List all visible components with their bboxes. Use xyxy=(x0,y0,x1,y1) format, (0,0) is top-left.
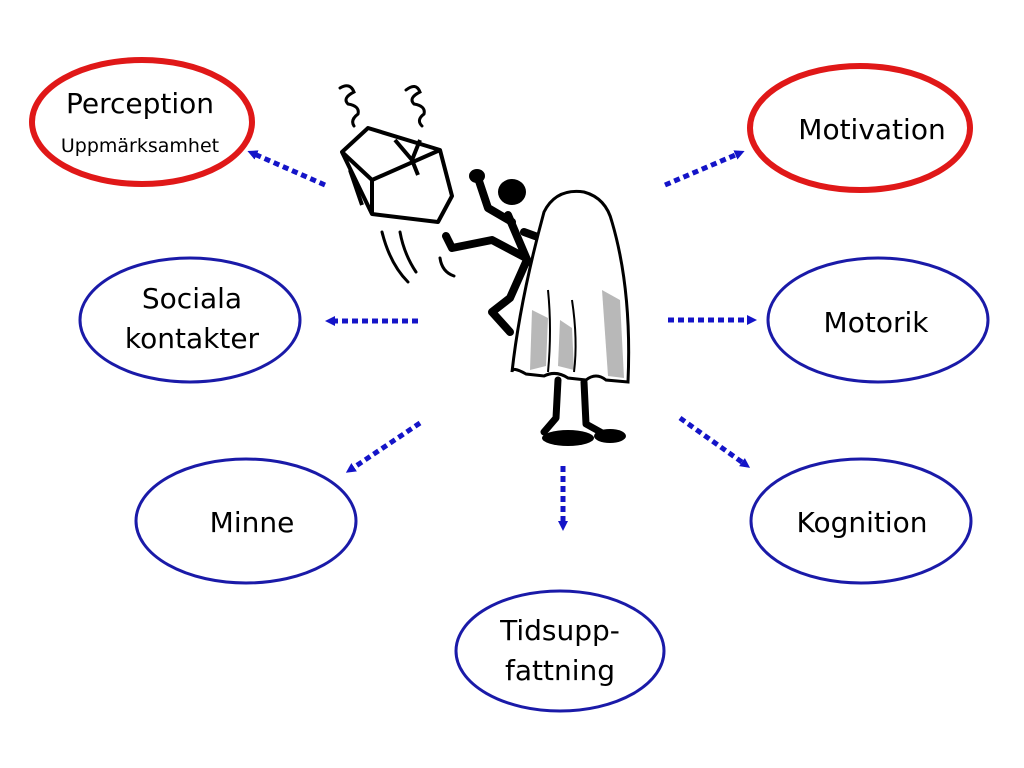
node-motorik-border xyxy=(766,256,990,384)
node-tidsuppfattning-border xyxy=(454,589,666,713)
node-sociala-kontakter-line1: Sociala xyxy=(142,282,242,315)
node-perception-title: Perception xyxy=(66,87,214,120)
node-motivation: Motivation xyxy=(747,63,973,193)
ghost-foot-left-icon xyxy=(542,430,594,446)
node-kognition: Kognition xyxy=(749,457,973,585)
stick-figure-fist-icon xyxy=(469,169,485,183)
arrow-to-motivation xyxy=(664,150,745,188)
ghost-foot-right-icon xyxy=(594,429,626,443)
arrow-to-kognition xyxy=(678,415,751,468)
node-sociala-kontakter-border xyxy=(78,256,302,384)
stick-figure-head-icon xyxy=(498,179,526,205)
node-kognition-border xyxy=(749,457,973,585)
motion-squiggle-icon xyxy=(338,84,426,128)
node-motorik-title: Motorik xyxy=(824,306,930,339)
node-perception-border xyxy=(29,57,255,187)
node-perception-subtitle: Uppmärksamhet xyxy=(61,135,219,157)
node-sociala-kontakter: Sociala kontakter xyxy=(78,256,302,384)
node-tidsuppfattning-line1: Tidsupp- xyxy=(499,614,620,647)
node-kognition-title: Kognition xyxy=(796,506,927,539)
arrow-to-minne xyxy=(345,420,422,473)
node-motivation-border xyxy=(747,63,973,193)
figure-kicking-box-ghost-illustration xyxy=(338,84,631,446)
arrows xyxy=(247,150,757,531)
ghost-icon xyxy=(510,189,631,384)
node-perception: Perception Uppmärksamhet xyxy=(29,57,255,187)
node-motivation-title: Motivation xyxy=(798,113,945,146)
node-minne-border xyxy=(134,457,358,585)
box-icon xyxy=(340,126,454,224)
node-tidsuppfattning-line2: fattning xyxy=(505,654,615,687)
node-minne-title: Minne xyxy=(210,506,295,539)
node-sociala-kontakter-line2: kontakter xyxy=(125,322,260,355)
motion-lines-icon xyxy=(380,230,456,284)
node-motorik: Motorik xyxy=(766,256,990,384)
node-tidsuppfattning: Tidsupp- fattning xyxy=(454,589,666,713)
ghost-legs-icon xyxy=(540,376,608,438)
node-minne: Minne xyxy=(134,457,358,585)
arrow-to-perception xyxy=(247,150,327,188)
